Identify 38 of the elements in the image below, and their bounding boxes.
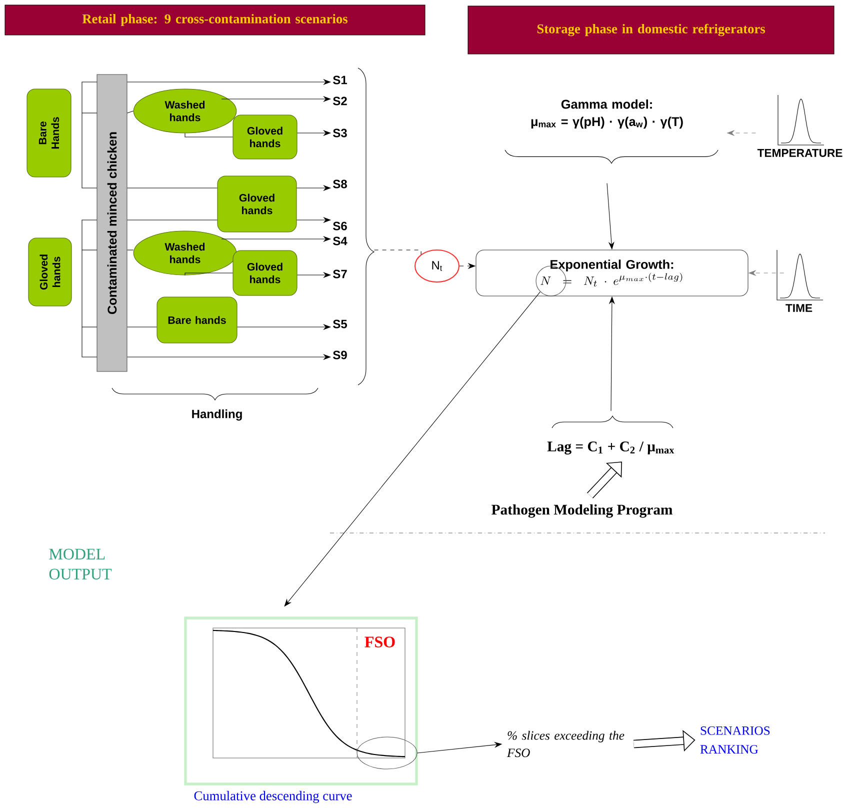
connector-line <box>184 133 233 138</box>
chart-label: FSO <box>364 636 395 648</box>
note-text: % slices exceeding the FSO <box>506 730 624 758</box>
process-box: Gloved hands <box>232 114 298 160</box>
brace-label: Handling <box>192 409 242 421</box>
process-box: Exponential Growth: $N = N_{t} \cdot e^{\mu_{max} \cdot (t-lag)}$ <box>476 250 748 296</box>
process-box: Bare hands <box>156 296 238 344</box>
connector-line <box>127 326 157 328</box>
highlight-circle <box>356 736 418 770</box>
process-box: Gloved hands <box>232 250 298 296</box>
connector-line <box>127 110 134 114</box>
scenario-label: S6 <box>333 222 347 230</box>
result-text: SCENARIOS RANKING <box>700 726 770 754</box>
icon-caption: TEMPERATURE <box>757 149 842 157</box>
formula-text: Lag = C$_{1}$ + C$_{2}$ / μ$_{max}$ <box>547 442 674 454</box>
header-banner: Storage phase in domestic refrigerators <box>468 6 834 54</box>
scenario-label: S1 <box>333 76 347 84</box>
ingredient-bar: Contaminated minced chicken <box>96 74 128 372</box>
curly-brace <box>358 68 374 386</box>
scenario-label: S5 <box>333 320 347 328</box>
dashed-line <box>374 250 422 255</box>
scenario-label: S2 <box>333 96 347 106</box>
icon-caption: TIME <box>786 304 812 312</box>
scenario-label: S9 <box>333 350 347 360</box>
formula-text: Gamma model: μ$_{max}$ = γ(pH) · γ(a$_{w}$) · γ(T) <box>531 99 683 129</box>
hollow-arrow <box>587 462 622 498</box>
header-banner: Retail phase: 9 cross-contamination scenarios <box>4 4 426 36</box>
hand-type-box: Gloved hands <box>28 238 72 306</box>
chart-caption: Cumulative descending curve <box>194 790 352 804</box>
scenario-label: S4 <box>333 236 348 246</box>
scenario-label: S7 <box>333 270 347 278</box>
section-label: MODEL OUTPUT <box>49 548 112 580</box>
connector-line <box>184 272 233 276</box>
hand-type-box: Bare Hands <box>26 88 72 178</box>
scenario-label: S3 <box>333 128 347 138</box>
scenario-label: S8 <box>333 180 347 188</box>
process-box: Gloved hands <box>217 176 297 232</box>
source-label: Pathogen Modeling Program <box>492 504 672 518</box>
